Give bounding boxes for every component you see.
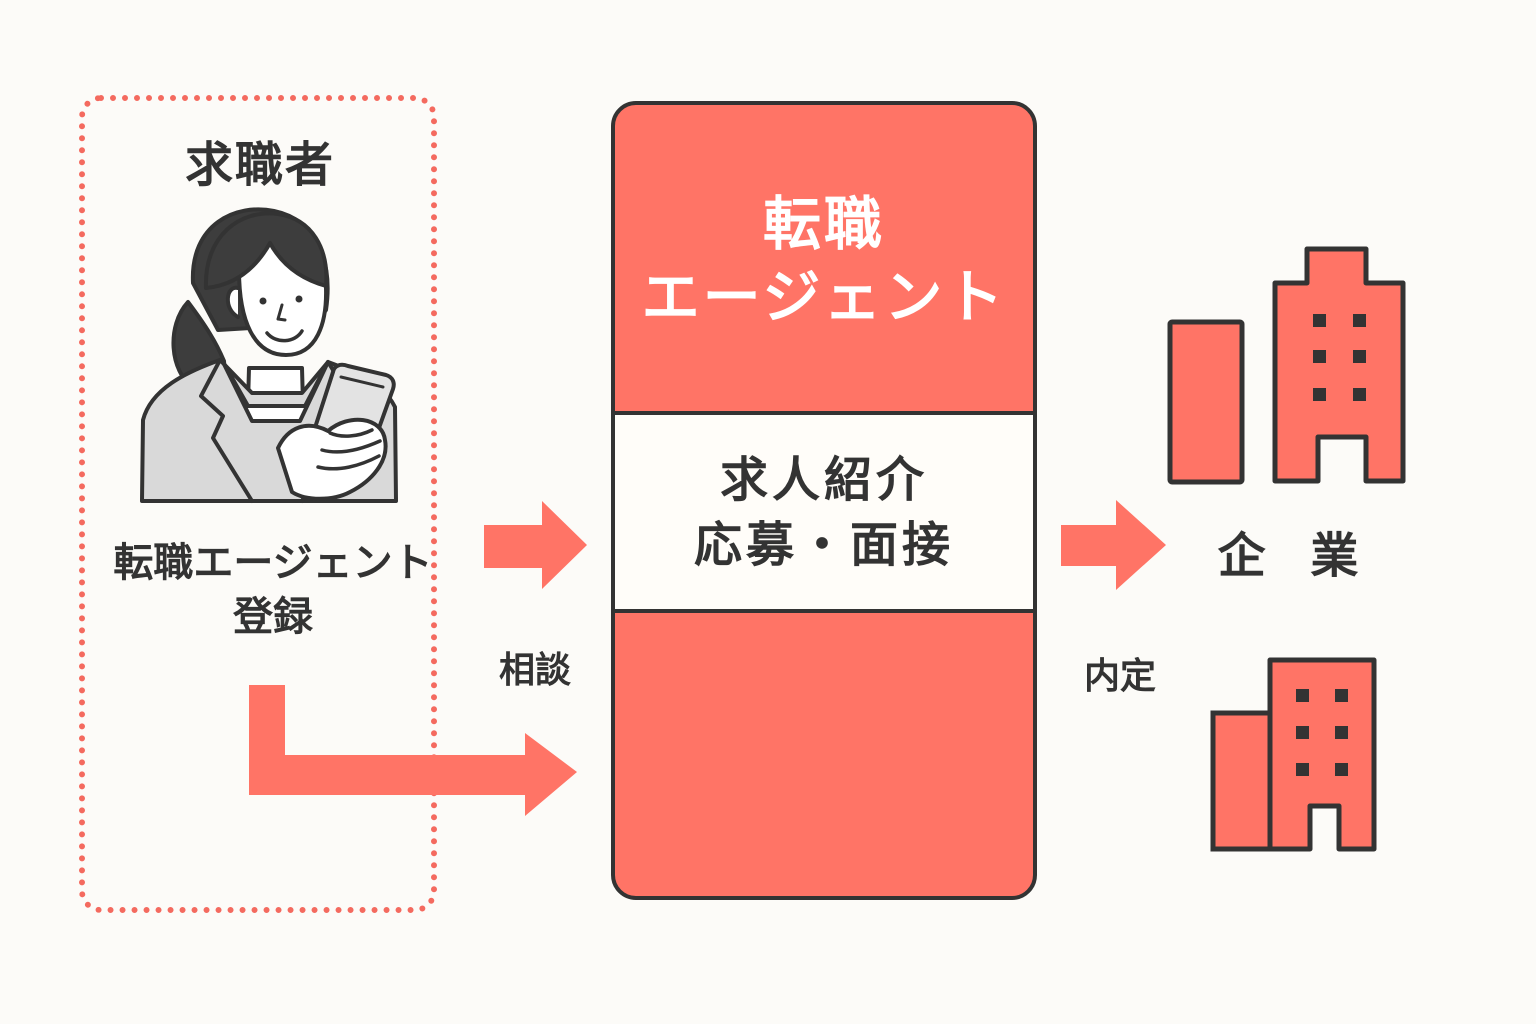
office-building-icon [1272, 246, 1406, 484]
company-label: 企 業 [1217, 528, 1373, 584]
job-seeker-title: 求職者 [184, 137, 335, 193]
office-building-icon [1167, 319, 1245, 485]
agent-services-band [615, 411, 1033, 613]
consult-arrow-icon [249, 685, 577, 816]
agent-services-label: 求人紹介 応募・面接 [693, 452, 954, 573]
job-seeker-panel [79, 95, 437, 913]
woman-with-smartphone-icon [140, 207, 398, 503]
right-arrow-icon [484, 501, 587, 589]
consultation-label: 相談 [498, 650, 571, 691]
job-offer-label: 内定 [1083, 656, 1156, 697]
right-arrow-icon [1061, 500, 1166, 590]
agent-title: 転職 エージェント [641, 190, 1007, 331]
recruitment-agent-panel [611, 101, 1037, 900]
agent-registration-label: 転職エージェント 登録 [113, 540, 433, 640]
office-building-icon [1210, 657, 1377, 852]
